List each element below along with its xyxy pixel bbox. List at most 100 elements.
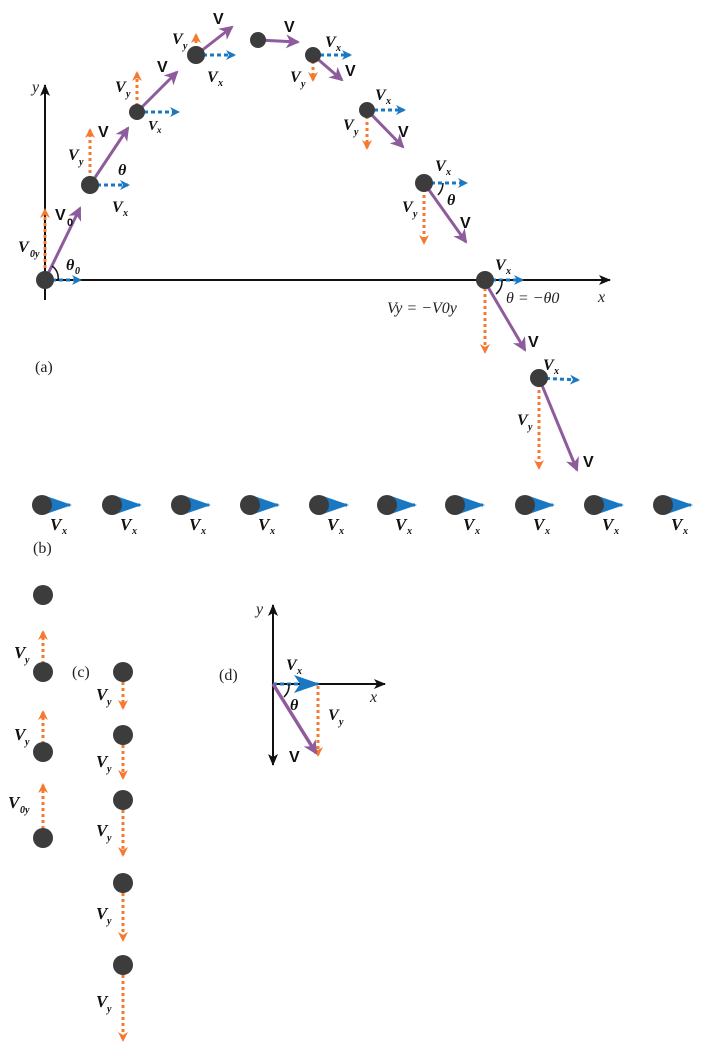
svg-text:V: V [463,515,476,534]
ball [81,176,99,194]
svg-text:y: y [106,833,112,844]
svg-text:y: y [353,127,359,138]
svg-text:θ: θ [447,192,456,209]
svg-text:V: V [213,11,224,28]
svg-text:y: y [24,655,30,666]
svg-text:V: V [112,199,124,216]
svg-text:V: V [327,515,340,534]
svg-text:y: y [338,717,344,728]
svg-text:x: x [474,526,480,537]
svg-text:x: x [338,526,344,537]
panel-label-a: (a) [35,359,53,376]
svg-text:V: V [602,515,615,534]
ball [36,271,54,289]
ball-apex [250,32,266,48]
svg-text:x: x [613,526,619,537]
svg-text:y: y [254,601,264,618]
svg-text:x: x [445,167,451,178]
svg-text:θ: θ [290,697,299,714]
svg-text:x: x [385,96,391,107]
svg-text:x: x [682,526,688,537]
svg-text:V: V [189,515,202,534]
svg-text:V: V [14,643,27,662]
panel-label-b: (b) [33,540,52,557]
svg-text:x: x [505,266,511,277]
ball [305,47,321,63]
ball [359,102,375,118]
theta-equation: θ = −θ0 [506,290,559,307]
svg-text:V: V [96,685,109,704]
svg-text:V: V [258,515,271,534]
svg-text:V: V [207,69,219,86]
svg-text:x: x [131,526,137,537]
svg-text:x: x [553,366,559,377]
svg-text:V: V [289,749,300,766]
svg-text:x: x [217,78,223,89]
svg-text:V: V [284,19,295,36]
theta0-label: θ [66,257,75,274]
svg-text:V: V [345,63,356,80]
svg-text:y: y [78,157,84,168]
svg-text:V: V [517,412,529,429]
svg-text:V: V [8,793,21,812]
svg-text:x: x [544,526,550,537]
ball [530,369,548,387]
svg-text:V: V [398,124,409,141]
svg-text:x: x [406,526,412,537]
svg-text:0: 0 [67,217,73,229]
svg-text:V: V [120,515,133,534]
svg-text:y: y [300,79,306,90]
vy-equation: Vy = −V0y [387,300,458,317]
svg-text:V: V [528,334,539,351]
svg-text:0: 0 [75,266,80,277]
y-axis-label: y [30,79,40,96]
svg-text:y: y [527,422,533,433]
svg-text:x: x [369,689,377,706]
svg-text:θ: θ [118,162,127,179]
svg-text:V: V [148,119,159,134]
svg-text:y: y [106,764,112,775]
svg-text:x: x [296,666,302,677]
svg-text:y: y [24,737,30,748]
svg-text:V: V [533,515,546,534]
svg-text:V: V [435,158,447,175]
svg-text:V: V [96,992,109,1011]
v0-label: V [55,207,66,224]
svg-text:V: V [96,752,109,771]
ball [187,46,205,64]
svg-text:V: V [68,147,80,164]
svg-text:V: V [96,904,109,923]
svg-text:V: V [98,124,109,141]
svg-text:x: x [122,208,128,219]
svg-text:V: V [286,657,298,674]
svg-text:V: V [671,515,684,534]
svg-text:V: V [583,454,594,471]
svg-text:V: V [290,69,302,86]
panel-label-c: (c) [72,664,90,681]
x-axis-label: x [597,289,605,306]
svg-text:V: V [495,257,507,274]
svg-text:x: x [200,526,206,537]
svg-text:y: y [412,209,418,220]
svg-text:y: y [125,89,131,100]
svg-text:y: y [106,916,112,927]
svg-text:V: V [328,707,340,724]
ball-landing [476,271,494,289]
svg-text:V: V [460,215,471,232]
ball [129,104,145,120]
svg-text:V: V [96,821,109,840]
panel-label-d: (d) [219,667,238,684]
svg-text:V: V [325,34,337,51]
svg-text:V: V [172,31,184,48]
svg-text:V: V [543,357,555,374]
svg-text:0y: 0y [20,805,30,816]
svg-text:V: V [395,515,408,534]
v0-arrow [43,206,82,281]
svg-text:V: V [343,117,355,134]
svg-text:y: y [106,1004,112,1015]
v0y-label: V [18,239,30,256]
svg-text:x: x [335,43,341,54]
